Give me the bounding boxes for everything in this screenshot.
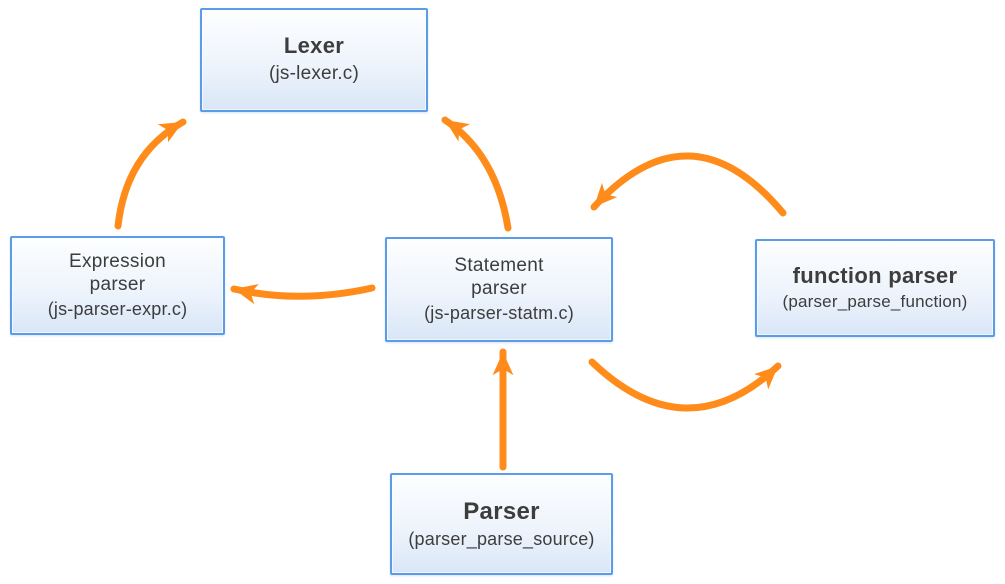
node-parser-subtitle: (parser_parse_source) bbox=[408, 528, 595, 549]
node-lexer-title: Lexer bbox=[283, 33, 345, 59]
node-expression-parser-title: Expression parser bbox=[69, 250, 166, 295]
node-expression-parser: Expression parser (js-parser-expr.c) bbox=[10, 236, 225, 335]
node-statement-parser-title: Statement parser bbox=[454, 254, 544, 299]
edge-statement-parser-to-expression-parser bbox=[230, 283, 376, 305]
node-parser: Parser (parser_parse_source) bbox=[390, 473, 613, 575]
node-lexer-subtitle: (js-lexer.c) bbox=[268, 63, 359, 85]
edge-statement-parser-to-lexer bbox=[441, 116, 512, 232]
node-statement-parser-subtitle: (js-parser-statm.c) bbox=[424, 302, 574, 323]
node-expression-parser-subtitle: (js-parser-expr.c) bbox=[47, 298, 188, 319]
node-function-parser-title: function parser bbox=[792, 262, 958, 288]
edge-expression-parser-to-lexer bbox=[114, 118, 187, 230]
edge-function-parser-to-statement-parser bbox=[590, 152, 787, 217]
node-statement-parser: Statement parser (js-parser-statm.c) bbox=[385, 237, 613, 342]
node-lexer: Lexer (js-lexer.c) bbox=[200, 8, 428, 112]
node-function-parser-subtitle: (parser_parse_function) bbox=[782, 292, 968, 312]
node-function-parser: function parser (parser_parse_function) bbox=[755, 239, 995, 337]
edge-statement-parser-to-function-parser bbox=[588, 358, 782, 412]
node-parser-title: Parser bbox=[463, 497, 540, 525]
